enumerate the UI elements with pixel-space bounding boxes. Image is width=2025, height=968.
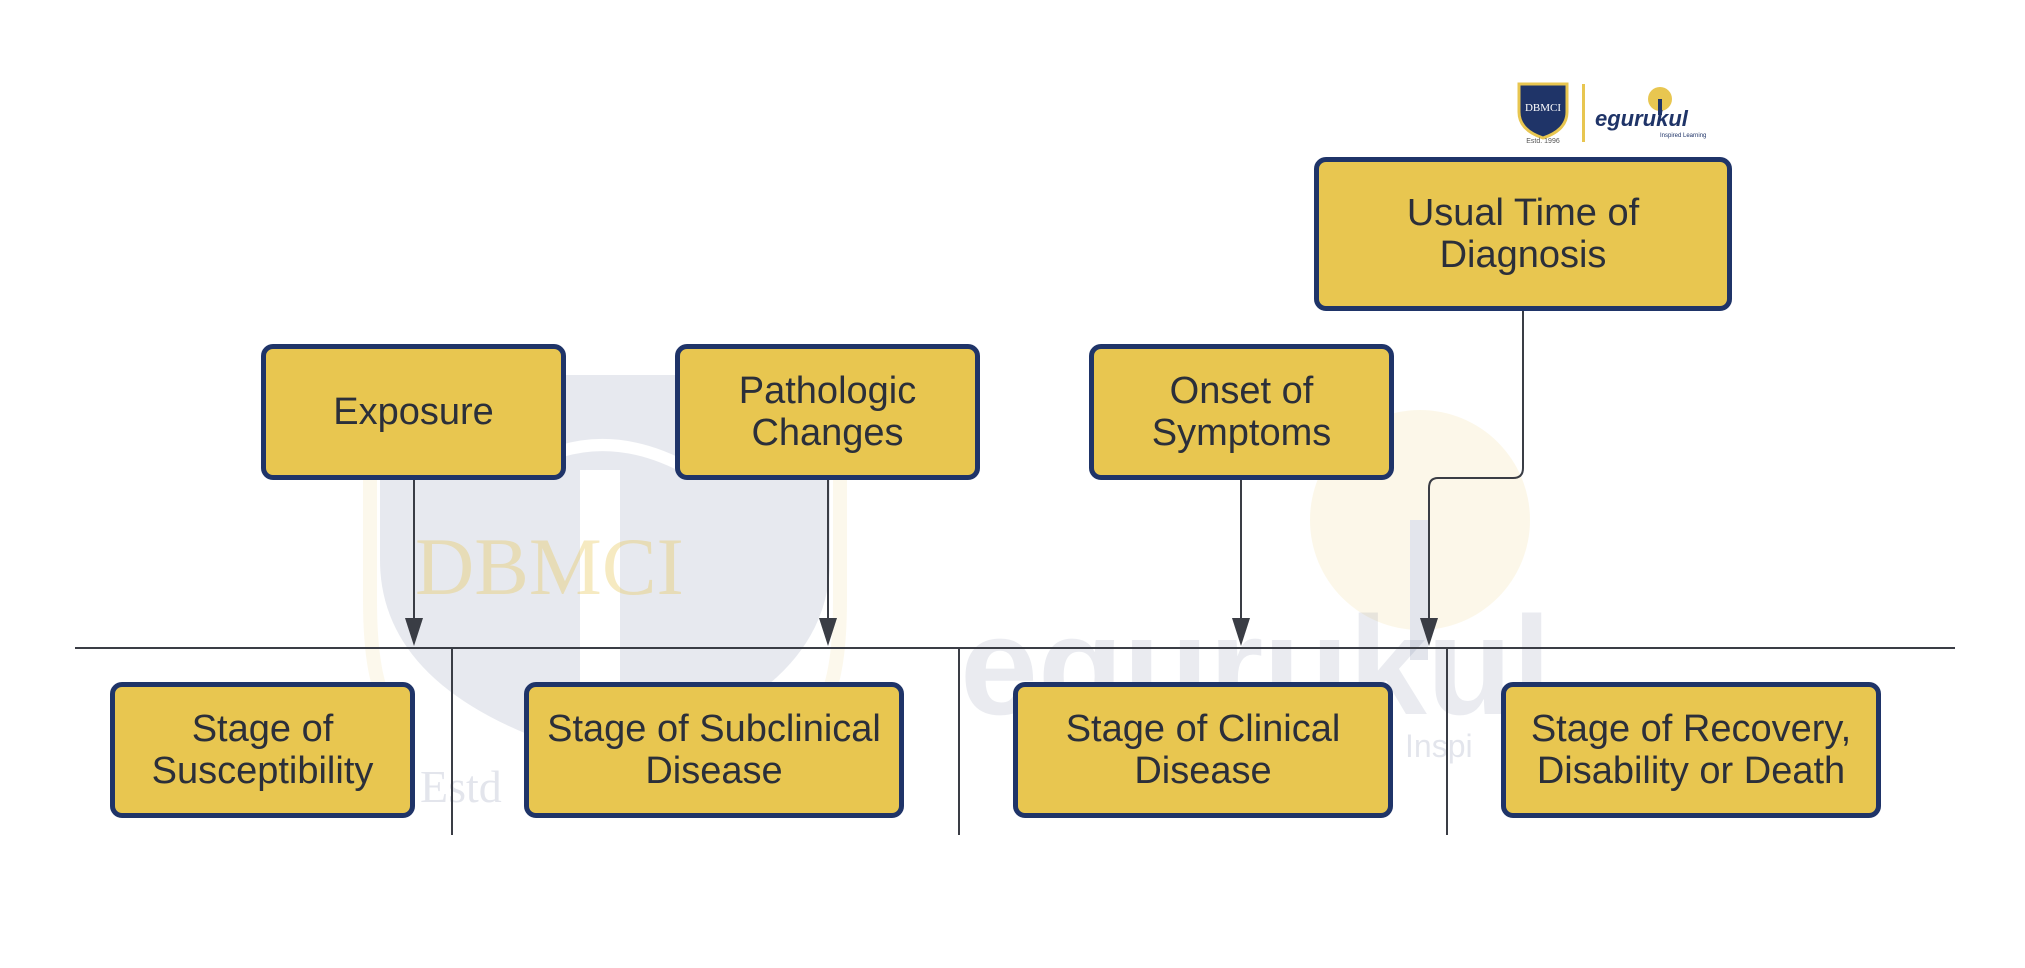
egurukul-tagline-text: Inspired Learning: [1660, 133, 1707, 139]
dbmci-estd-text: Estd. 1996: [1526, 138, 1560, 145]
stage-recovery-disability-death-box: Stage of Recovery, Disability or Death: [1501, 682, 1881, 818]
stage-subclinical-disease-box: Stage of Subclinical Disease: [524, 682, 904, 818]
watermark-inspired-text: Inspi: [1405, 728, 1473, 764]
stage-clinical-disease-box: Stage of Clinical Disease: [1013, 682, 1393, 818]
event-pathologic-changes-box: Pathologic Changes: [675, 344, 980, 480]
onset-arrowhead: [1232, 618, 1250, 646]
exposure-arrowhead: [405, 618, 423, 646]
logo-divider: [1582, 84, 1585, 142]
diagnosis-arrowhead: [1420, 618, 1438, 646]
watermark-dbmci-text: DBMCI: [415, 521, 684, 612]
watermark-estd-text: Estd: [420, 761, 502, 812]
event-exposure-box: Exposure: [261, 344, 566, 480]
egurukul-tree-icon: [1648, 87, 1672, 115]
pathologic-arrowhead: [819, 618, 837, 646]
dbmci-logo-text: DBMCI: [1524, 102, 1562, 114]
stage-susceptibility-box: Stage of Susceptibility: [110, 682, 415, 818]
egurukul-logo-text: egurukul: [1595, 106, 1688, 131]
dbmci-shield-icon: [1517, 82, 1569, 140]
diagnosis-connector: [1428, 310, 1524, 620]
brand-logos: DBMCI Estd. 1996 egurukul Inspired Learn…: [1515, 80, 1725, 150]
event-usual-time-of-diagnosis-box: Usual Time of Diagnosis: [1314, 157, 1732, 311]
event-onset-of-symptoms-box: Onset of Symptoms: [1089, 344, 1394, 480]
